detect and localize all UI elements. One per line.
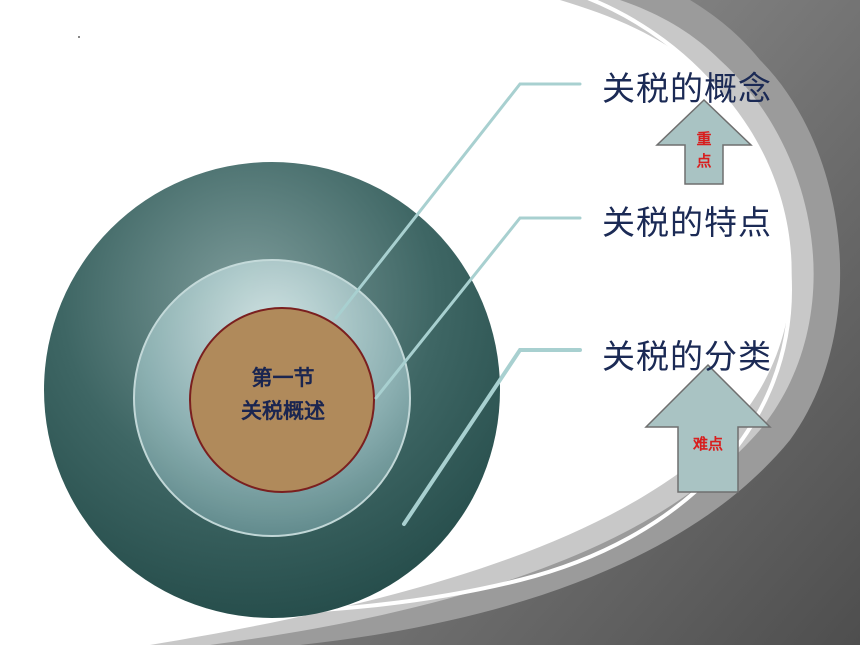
difficult-point-badge: 难点 — [692, 435, 723, 453]
connector-line-2 — [374, 216, 582, 400]
difficult-point-arrow — [644, 363, 772, 493]
connector-line-1 — [334, 82, 582, 320]
decorative-dot — [78, 36, 80, 38]
connector-lines — [334, 82, 582, 526]
center-title-line-1: 第一节 — [251, 366, 315, 390]
center-title: 第一节 关税概述 — [190, 362, 376, 428]
key-point-badge: 重点 — [696, 130, 712, 170]
topic-tariff-characteristics: 关税的特点 — [602, 203, 772, 242]
center-title-line-2: 关税概述 — [241, 399, 325, 423]
connector-line-3 — [402, 348, 582, 526]
core-circle — [189, 307, 375, 493]
topic-tariff-classification: 关税的分类 — [602, 337, 772, 376]
key-point-arrow — [655, 98, 753, 185]
topic-tariff-concept: 关税的概念 — [602, 69, 772, 108]
